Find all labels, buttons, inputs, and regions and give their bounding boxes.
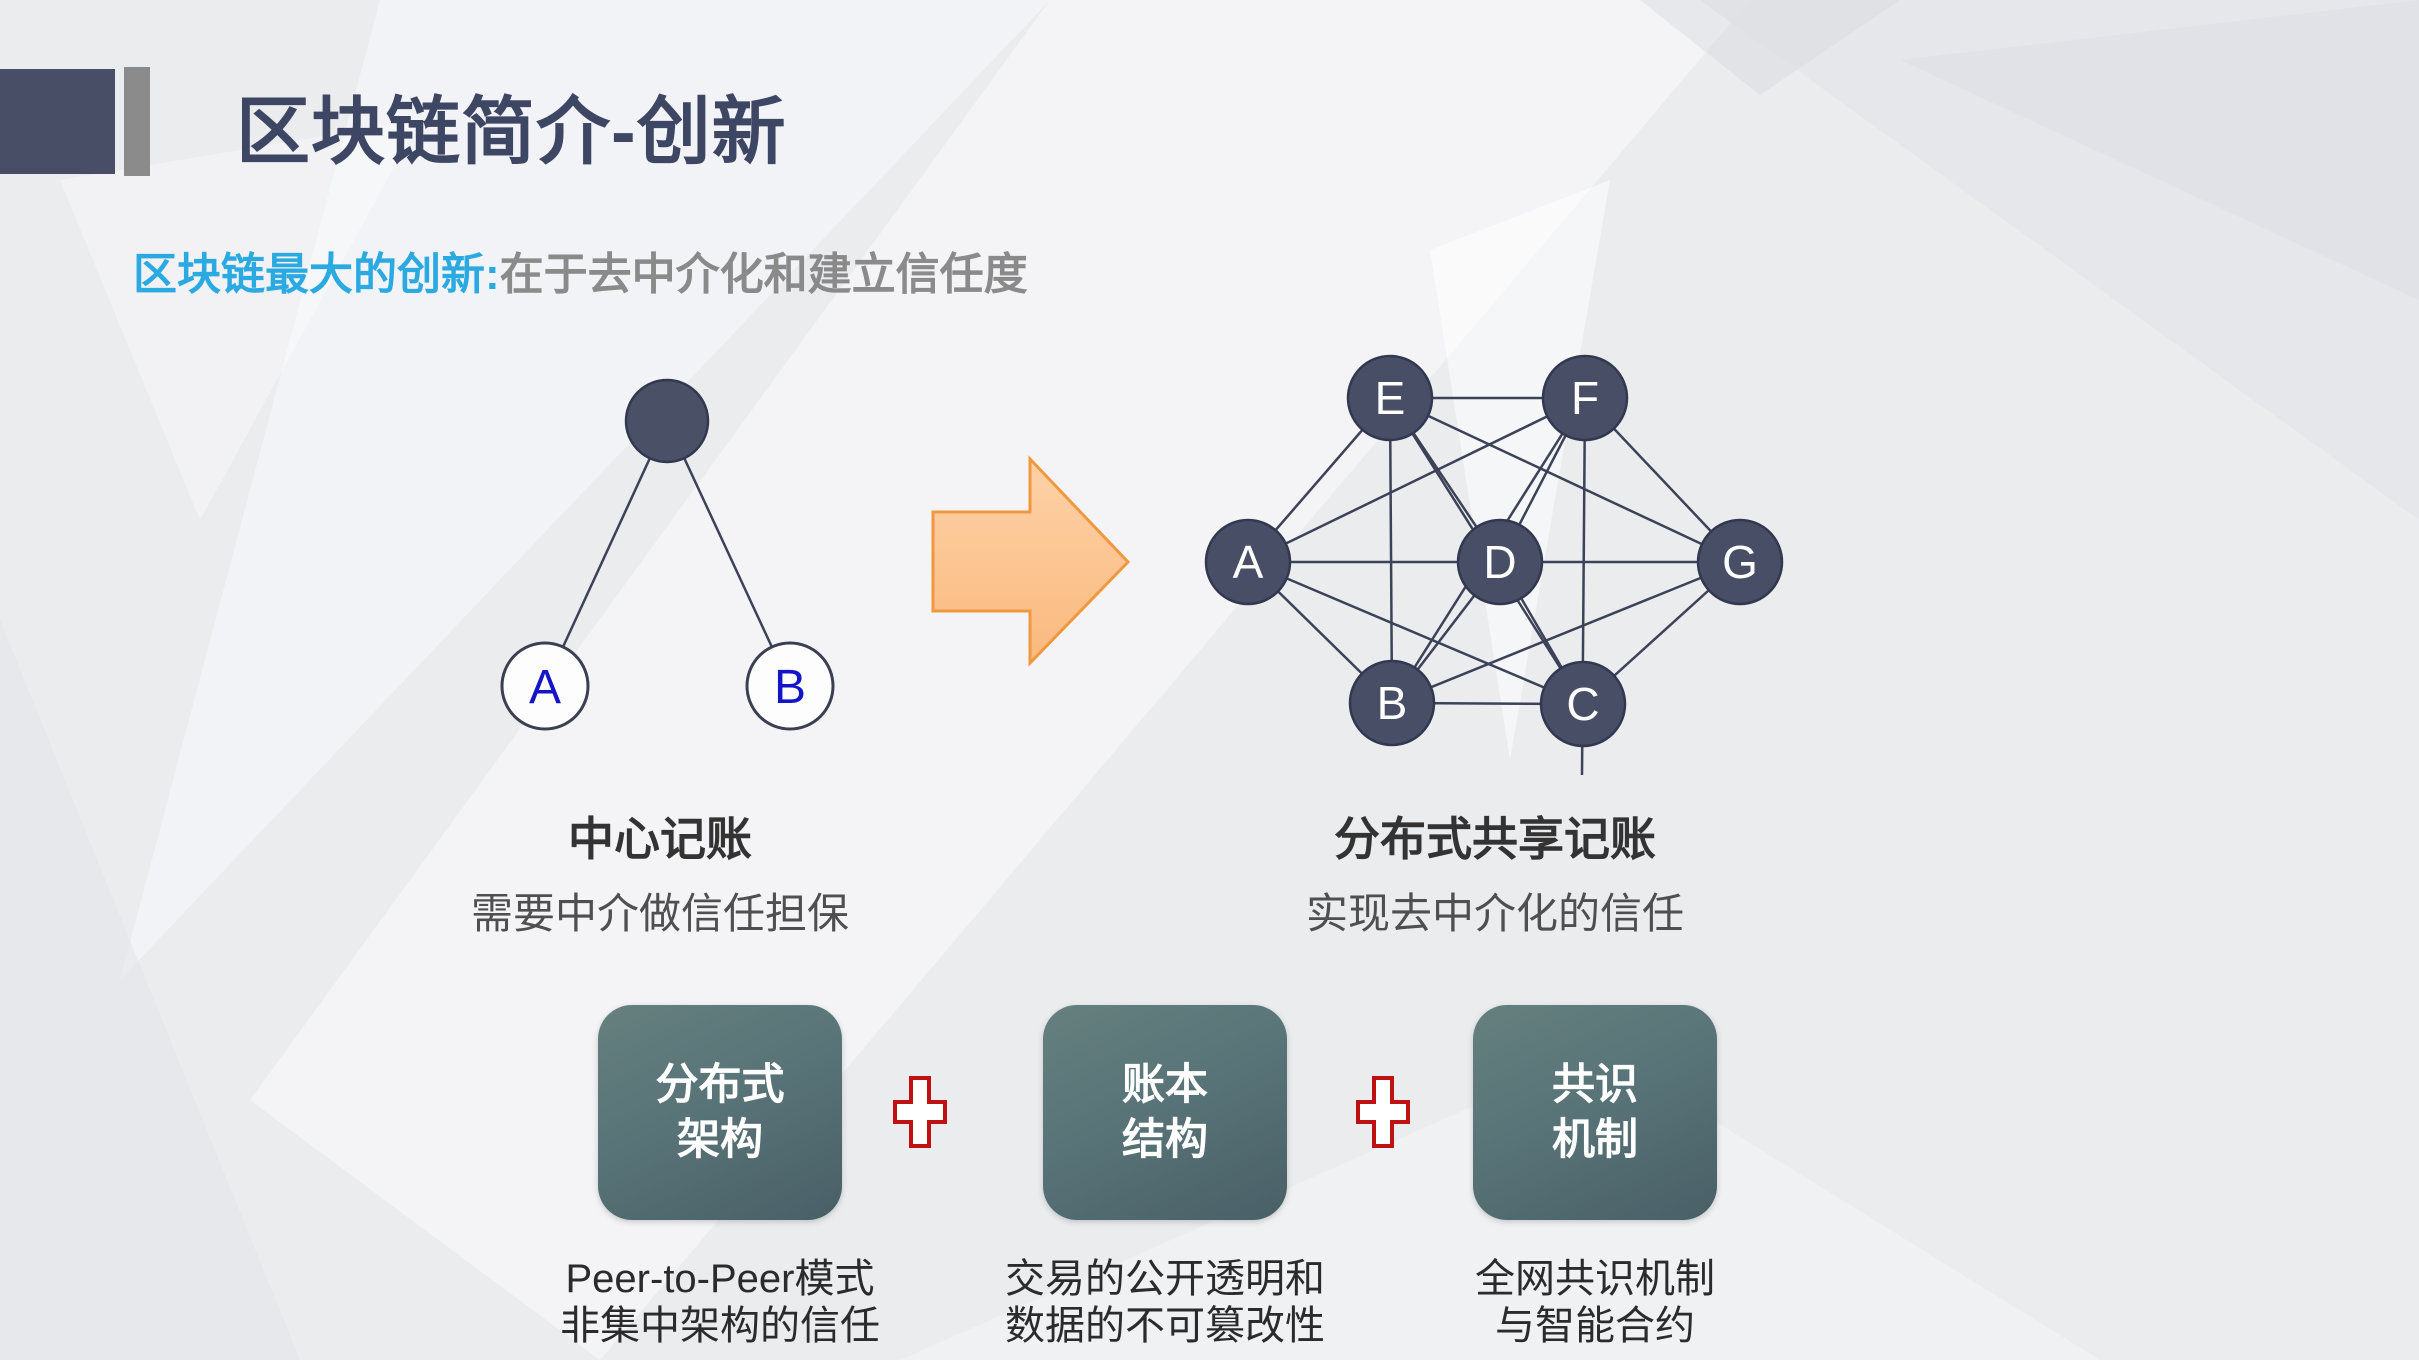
network-node-d: D: [1456, 518, 1544, 606]
feature-caption-line1: 交易的公开透明和: [1005, 1257, 1325, 1301]
central-ledger-diagram: A B: [500, 378, 835, 731]
feature-caption-line2: 与智能合约: [1495, 1304, 1695, 1348]
network-node-g: G: [1696, 518, 1784, 606]
title-accent-square: [0, 69, 115, 174]
network-node-b: B: [1348, 659, 1436, 747]
central-node-b: B: [745, 641, 835, 731]
feature-box-consensus-mechanism: 共识 机制: [1473, 1005, 1717, 1220]
plus-icon: [893, 1076, 947, 1148]
feature-caption-line2: 非集中架构的信任: [560, 1304, 880, 1348]
network-node-c: C: [1539, 660, 1627, 748]
network-node-b-label: B: [1377, 677, 1408, 729]
network-node-e-label: E: [1375, 372, 1406, 424]
network-node-d-label: D: [1483, 536, 1516, 588]
network-node-a: A: [1204, 518, 1292, 606]
distributed-caption-sub: 实现去中介化的信任: [1305, 890, 1684, 937]
title-accent-bar: [124, 67, 150, 176]
right-arrow-icon: [931, 455, 1131, 667]
feature-box-line1: 账本: [1122, 1060, 1208, 1109]
central-caption-sub: 需要中介做信任担保: [470, 890, 849, 937]
plus-icon: [1356, 1076, 1410, 1148]
central-node-a: A: [500, 641, 590, 731]
edge-center-a: [543, 420, 669, 687]
feature-box-line2: 结构: [1122, 1115, 1208, 1164]
feature-caption-line1: Peer-to-Peer模式: [565, 1257, 875, 1301]
subtitle-rest: 在于去中介化和建立信任度: [499, 250, 1028, 299]
network-edges: [1247, 396, 1741, 776]
distributed-network-diagram: E F A D G B C: [1204, 354, 1784, 776]
central-node-a-label: A: [529, 661, 561, 714]
central-node-b-label: B: [774, 661, 806, 714]
feature-box-line1: 分布式: [655, 1060, 785, 1109]
central-node: [624, 378, 710, 464]
feature-box-line2: 架构: [677, 1115, 763, 1164]
network-node-g-label: G: [1722, 536, 1758, 588]
page-title: 区块链简介-创新: [236, 90, 787, 173]
edge-center-b: [665, 420, 792, 687]
feature-box-line2: 机制: [1552, 1115, 1638, 1164]
feature-box-line1: 共识: [1552, 1060, 1638, 1109]
network-node-c-label: C: [1566, 678, 1599, 730]
network-node-e: E: [1346, 354, 1434, 442]
network-node-f: F: [1541, 354, 1629, 442]
feature-caption-line2: 数据的不可篡改性: [1005, 1304, 1325, 1348]
central-caption-title: 中心记账: [568, 813, 752, 865]
feature-caption-ledger: 交易的公开透明和 数据的不可篡改性: [955, 1256, 1375, 1350]
feature-caption-line1: 全网共识机制: [1475, 1257, 1715, 1301]
network-node-f-label: F: [1571, 372, 1599, 424]
feature-box-distributed-architecture: 分布式 架构: [598, 1005, 842, 1220]
distributed-caption-title: 分布式共享记账: [1334, 813, 1656, 865]
subtitle-highlight: 区块链最大的创新:: [133, 250, 500, 299]
feature-caption-distributed: Peer-to-Peer模式 非集中架构的信任: [510, 1256, 930, 1350]
feature-box-ledger-structure: 账本 结构: [1043, 1005, 1287, 1220]
subtitle: 区块链最大的创新:在于去中介化和建立信任度: [133, 238, 1733, 302]
feature-caption-consensus: 全网共识机制 与智能合约: [1385, 1256, 1805, 1350]
network-node-a-label: A: [1233, 536, 1264, 588]
